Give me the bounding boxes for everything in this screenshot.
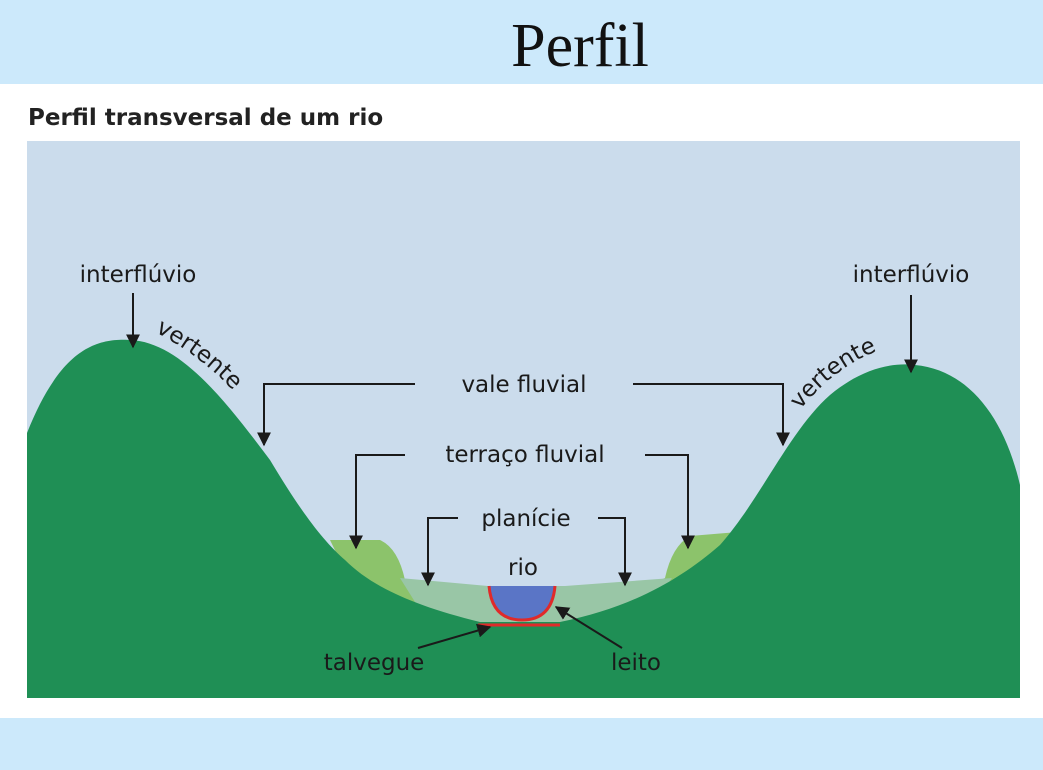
arrow-vale-fluvial-left	[257, 383, 415, 447]
valley-hills	[27, 339, 1020, 698]
label-interfluvio-left: interflúvio	[80, 262, 197, 288]
label-talvegue: talvegue	[324, 650, 425, 676]
arrow-vale-fluvial-right	[633, 383, 790, 447]
arrow-planicie-left	[421, 517, 458, 587]
slide-header-band	[0, 0, 1043, 84]
slide-footer-band	[0, 718, 1043, 770]
label-planicie: planície	[481, 506, 570, 532]
river-profile-diagram: interflúvio interflúvio vertente vertent…	[27, 141, 1020, 698]
label-terraco-fluvial: terraço fluvial	[445, 442, 604, 468]
arrow-talvegue	[417, 623, 492, 649]
label-rio: rio	[508, 555, 538, 581]
slide-title: Perfil	[511, 12, 649, 80]
arrow-leito	[554, 606, 623, 649]
figure-title: Perfil transversal de um rio	[28, 105, 384, 131]
arrow-planicie-right	[598, 517, 632, 587]
river-water	[489, 586, 555, 620]
arrow-terraco-left	[349, 454, 405, 550]
label-interfluvio-right: interflúvio	[853, 262, 970, 288]
river-bed-line	[487, 585, 557, 622]
label-vale-fluvial: vale fluvial	[461, 372, 586, 398]
arrow-terraco-right	[645, 454, 695, 550]
label-leito: leito	[611, 650, 661, 676]
